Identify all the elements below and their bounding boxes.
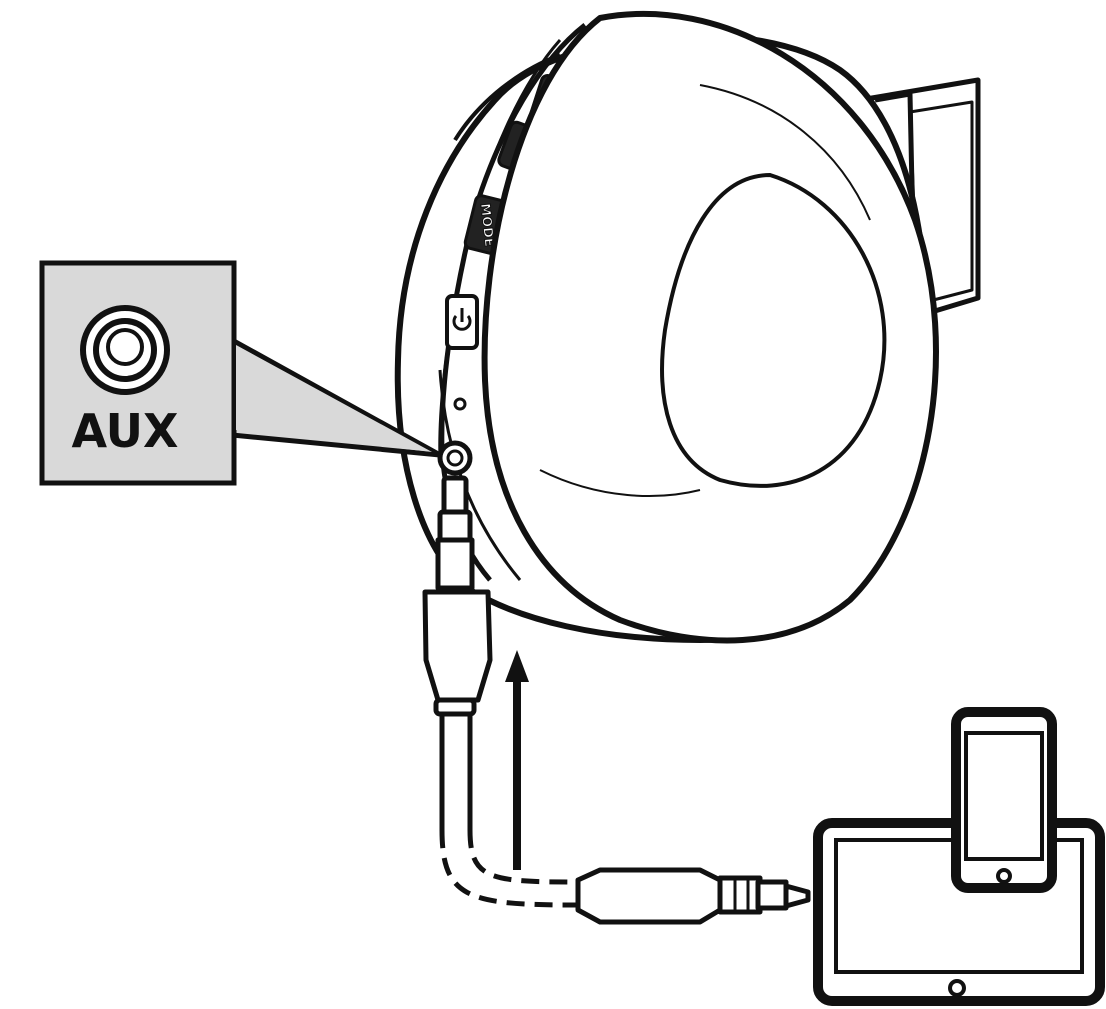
tablet-home-button [948,979,966,997]
phone-home-button [996,868,1012,884]
power-icon [452,308,472,331]
aux-callout: AUX [39,260,442,486]
arrow-up-icon [505,650,529,870]
mode-label: MODE [477,203,496,248]
aux-port-inner [446,449,464,467]
led-indicator [453,397,467,411]
smartphone [951,707,1057,893]
ear-cushion [481,11,939,644]
aux-jack-icon [80,305,170,395]
device-plug [575,867,811,925]
power-button[interactable] [445,294,479,350]
aux-label: AUX [71,404,178,458]
headphone-plug [422,475,493,717]
audio-cable [439,714,581,908]
